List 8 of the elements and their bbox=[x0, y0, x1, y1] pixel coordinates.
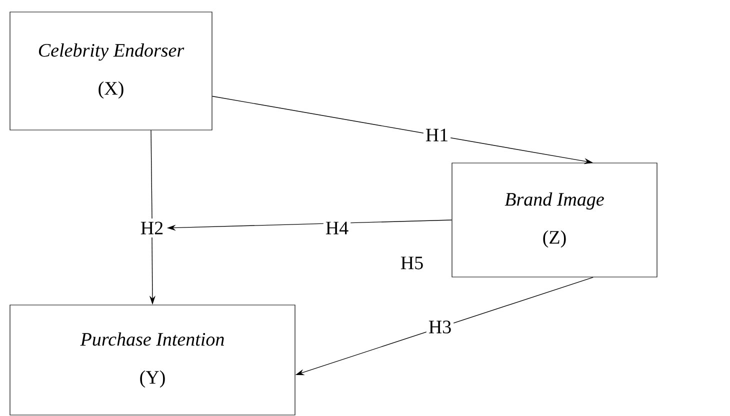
hypothesis-label: H2 bbox=[140, 222, 163, 234]
edge-label: H3 bbox=[426, 318, 454, 336]
variable-box: Celebrity Endorser (X) bbox=[10, 12, 212, 130]
edge-label: H1 bbox=[423, 126, 451, 144]
edge-label: H4 bbox=[323, 220, 351, 236]
variable-box: Purchase Intention (Y) bbox=[10, 304, 296, 416]
variable-box: Brand Image (Z) bbox=[452, 162, 658, 278]
hypothesis-label: H5 bbox=[400, 256, 423, 270]
